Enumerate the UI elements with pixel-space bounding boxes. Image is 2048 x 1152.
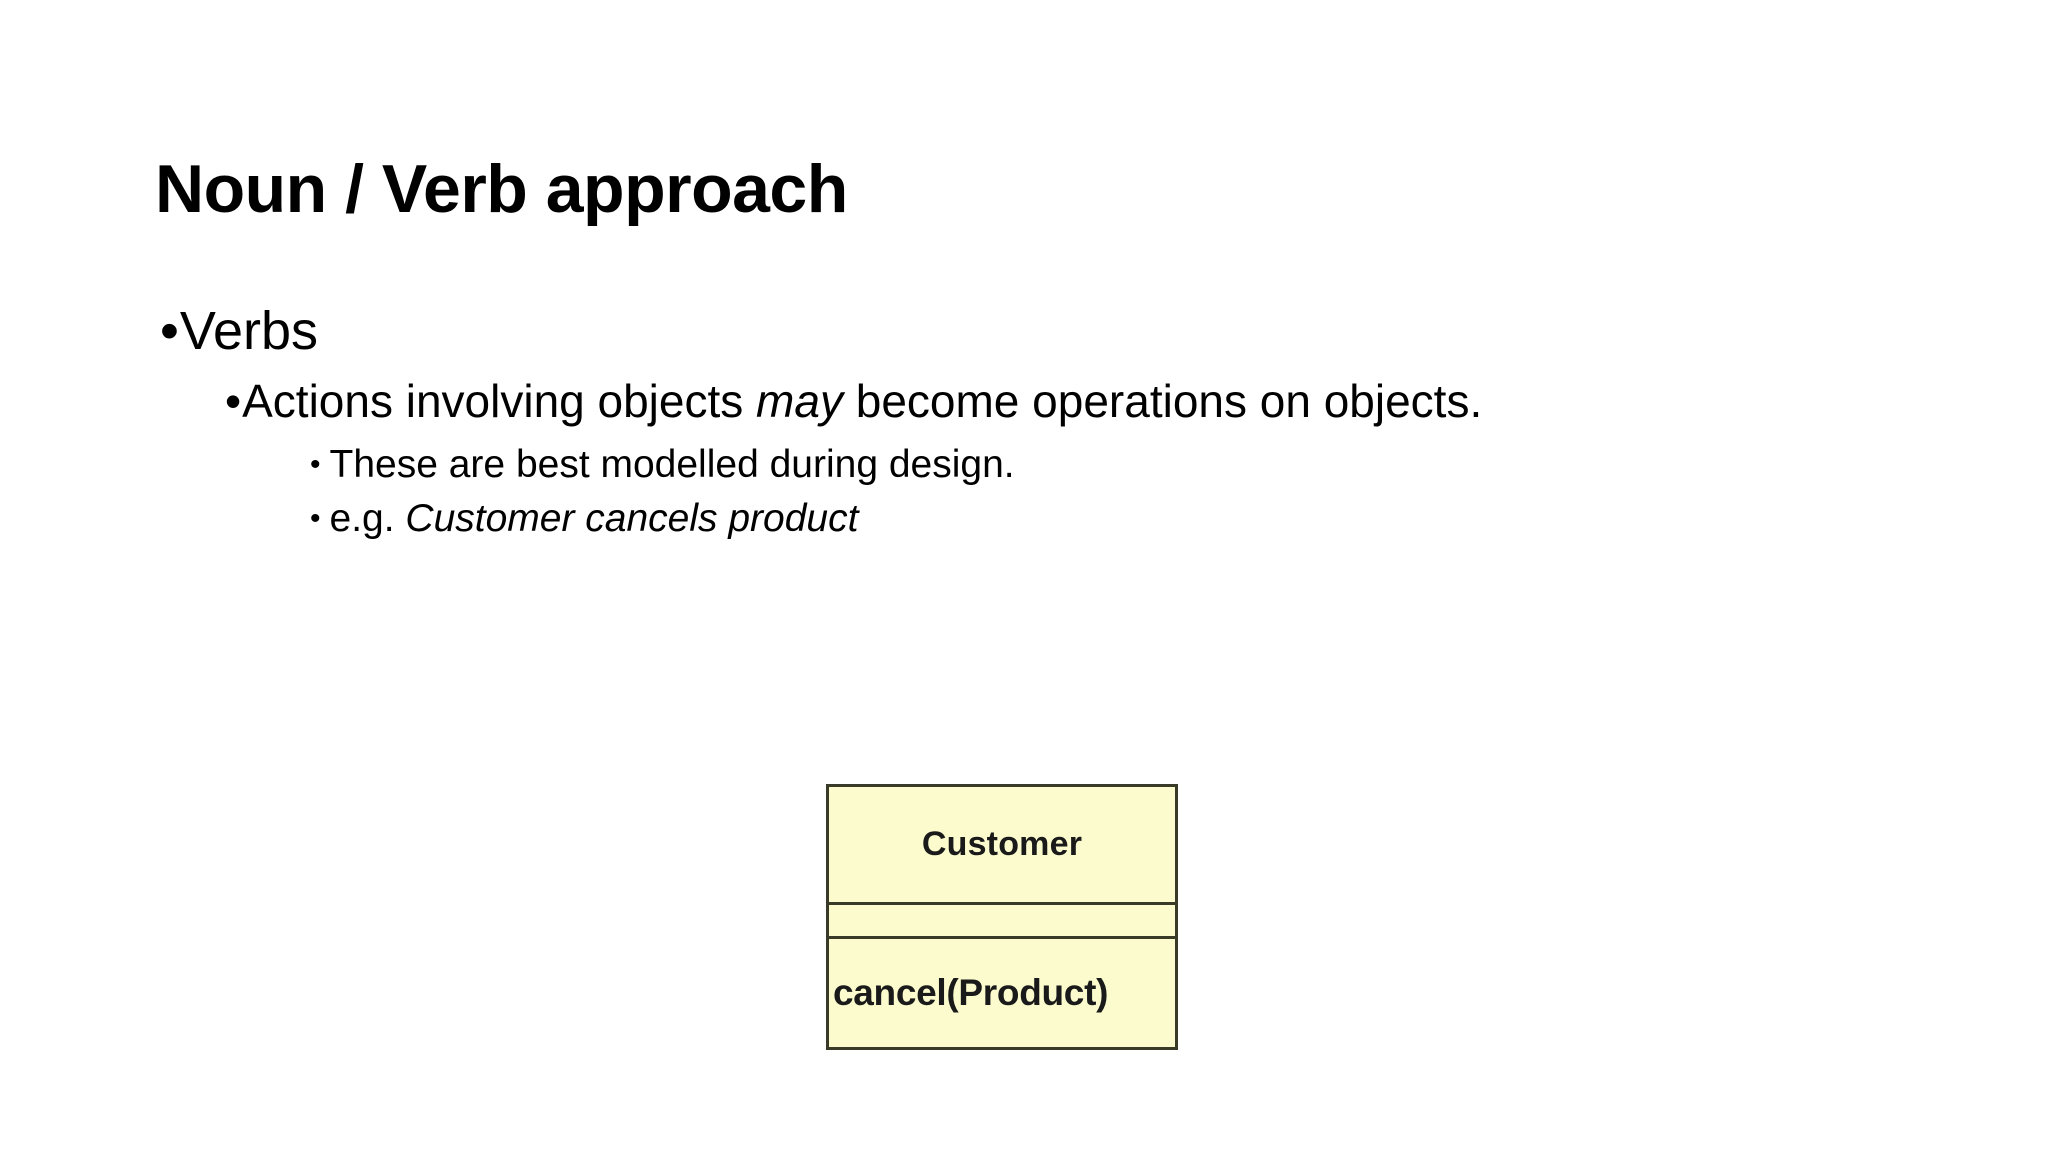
- list-item-label: e.g. Customer cancels product: [330, 493, 859, 546]
- list-item-label: Actions involving objects may become ope…: [242, 372, 1915, 431]
- bullet-point-icon: •: [160, 301, 179, 361]
- text-segment-prefix: e.g.: [329, 497, 406, 541]
- uml-attributes-compartment: [829, 905, 1175, 939]
- list-item-modelled-during-design: • These are best modelled during design.: [310, 439, 1920, 492]
- uml-operations-compartment: cancel(Product): [829, 939, 1175, 1047]
- bullet-point-icon: •: [310, 502, 321, 536]
- text-segment-before-italic: Actions involving objects: [242, 374, 757, 427]
- list-item-example: • e.g. Customer cancels product: [310, 493, 1920, 546]
- bullet-point-icon: •: [310, 447, 321, 481]
- list-item-verbs: • Verbs: [160, 300, 1920, 364]
- text-segment-italic: Customer cancels product: [405, 497, 859, 541]
- bullet-list: • Verbs • Actions involving objects may …: [160, 300, 1920, 548]
- bullet-point-icon: •: [225, 374, 242, 427]
- text-segment-italic: may: [756, 374, 843, 427]
- uml-class-box: Customer cancel(Product): [826, 784, 1178, 1050]
- uml-class-name: Customer: [829, 787, 1175, 905]
- page-title: Noun / Verb approach: [155, 150, 848, 227]
- list-item-actions: • Actions involving objects may become o…: [225, 372, 1915, 431]
- text-segment-after-italic: become operations on objects.: [842, 374, 1483, 427]
- list-item-label: Verbs: [179, 301, 318, 361]
- list-item-label: These are best modelled during design.: [329, 442, 1015, 486]
